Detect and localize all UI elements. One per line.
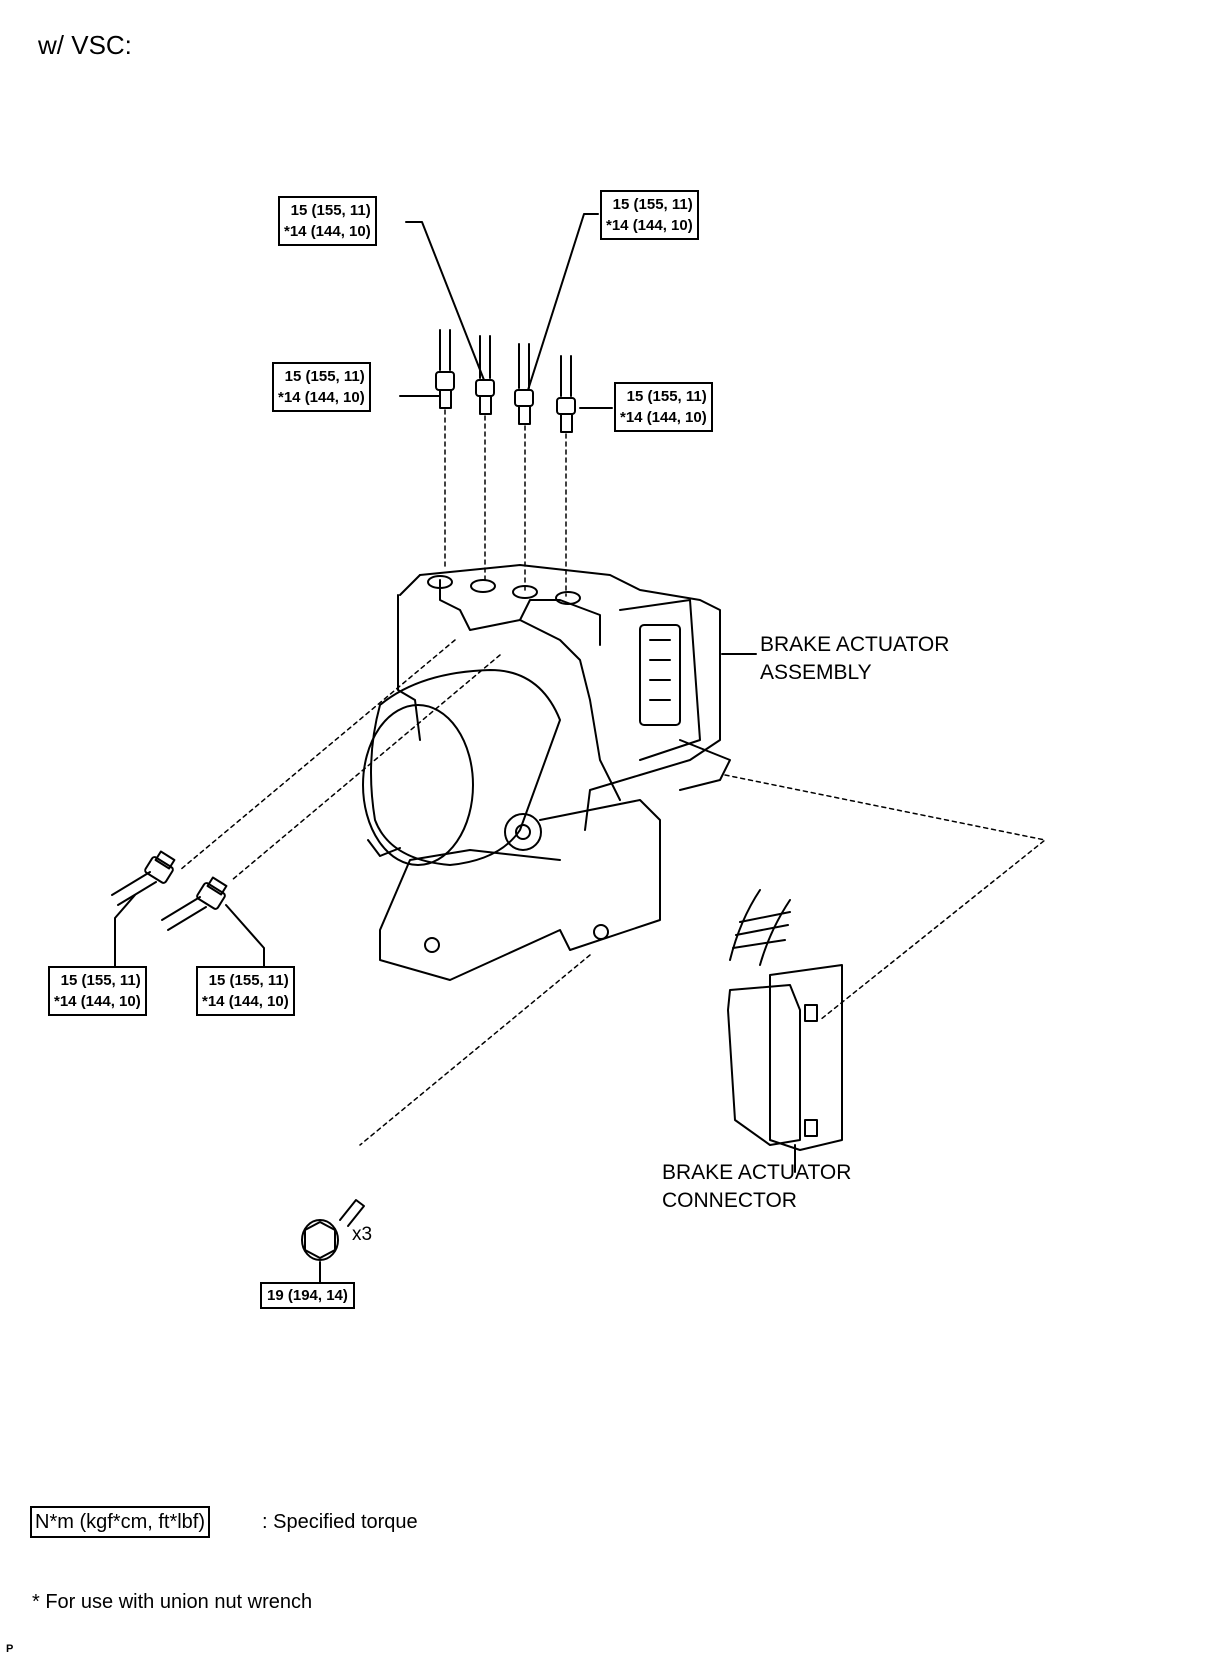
- connector-label-line2: CONNECTOR: [662, 1189, 797, 1212]
- torque-box-mid-left: 15 (155, 11) *14 (144, 10): [272, 362, 371, 412]
- torque-box-bottom-right: 15 (155, 11) *14 (144, 10): [196, 966, 295, 1016]
- brake-actuator-body: [362, 564, 731, 981]
- brake-line-top-3: [514, 343, 534, 425]
- brake-line-top-2: [475, 335, 495, 415]
- brake-line-side-2: [161, 876, 228, 931]
- footnote: * For use with union nut wrench: [32, 1591, 313, 1613]
- torque-box-top-left: 15 (155, 11) *14 (144, 10): [278, 196, 377, 246]
- bolt-quantity: x3: [352, 1224, 373, 1245]
- legend-text: : Specified torque: [262, 1511, 418, 1533]
- bolt-torque-box: 19 (194, 14): [260, 1282, 355, 1309]
- actuator-label-line1: BRAKE ACTUATOR: [760, 633, 950, 656]
- torque-box-top-right: 15 (155, 11) *14 (144, 10): [600, 190, 699, 240]
- legend-unit-box: N*m (kgf*cm, ft*lbf): [30, 1506, 211, 1538]
- torque-box-bottom-left: 15 (155, 11) *14 (144, 10): [48, 966, 147, 1016]
- page-title: w/ VSC:: [38, 30, 132, 60]
- brake-line-top-4: [556, 355, 576, 433]
- brake-actuator-connector: [727, 889, 843, 1173]
- connector-label-line1: BRAKE ACTUATOR: [662, 1161, 852, 1184]
- actuator-label-line2: ASSEMBLY: [760, 661, 872, 684]
- brake-line-side-1: [111, 850, 176, 906]
- brake-line-top-1: [435, 329, 455, 409]
- footer-mark: P: [6, 1643, 14, 1655]
- torque-box-mid-right: 15 (155, 11) *14 (144, 10): [614, 382, 713, 432]
